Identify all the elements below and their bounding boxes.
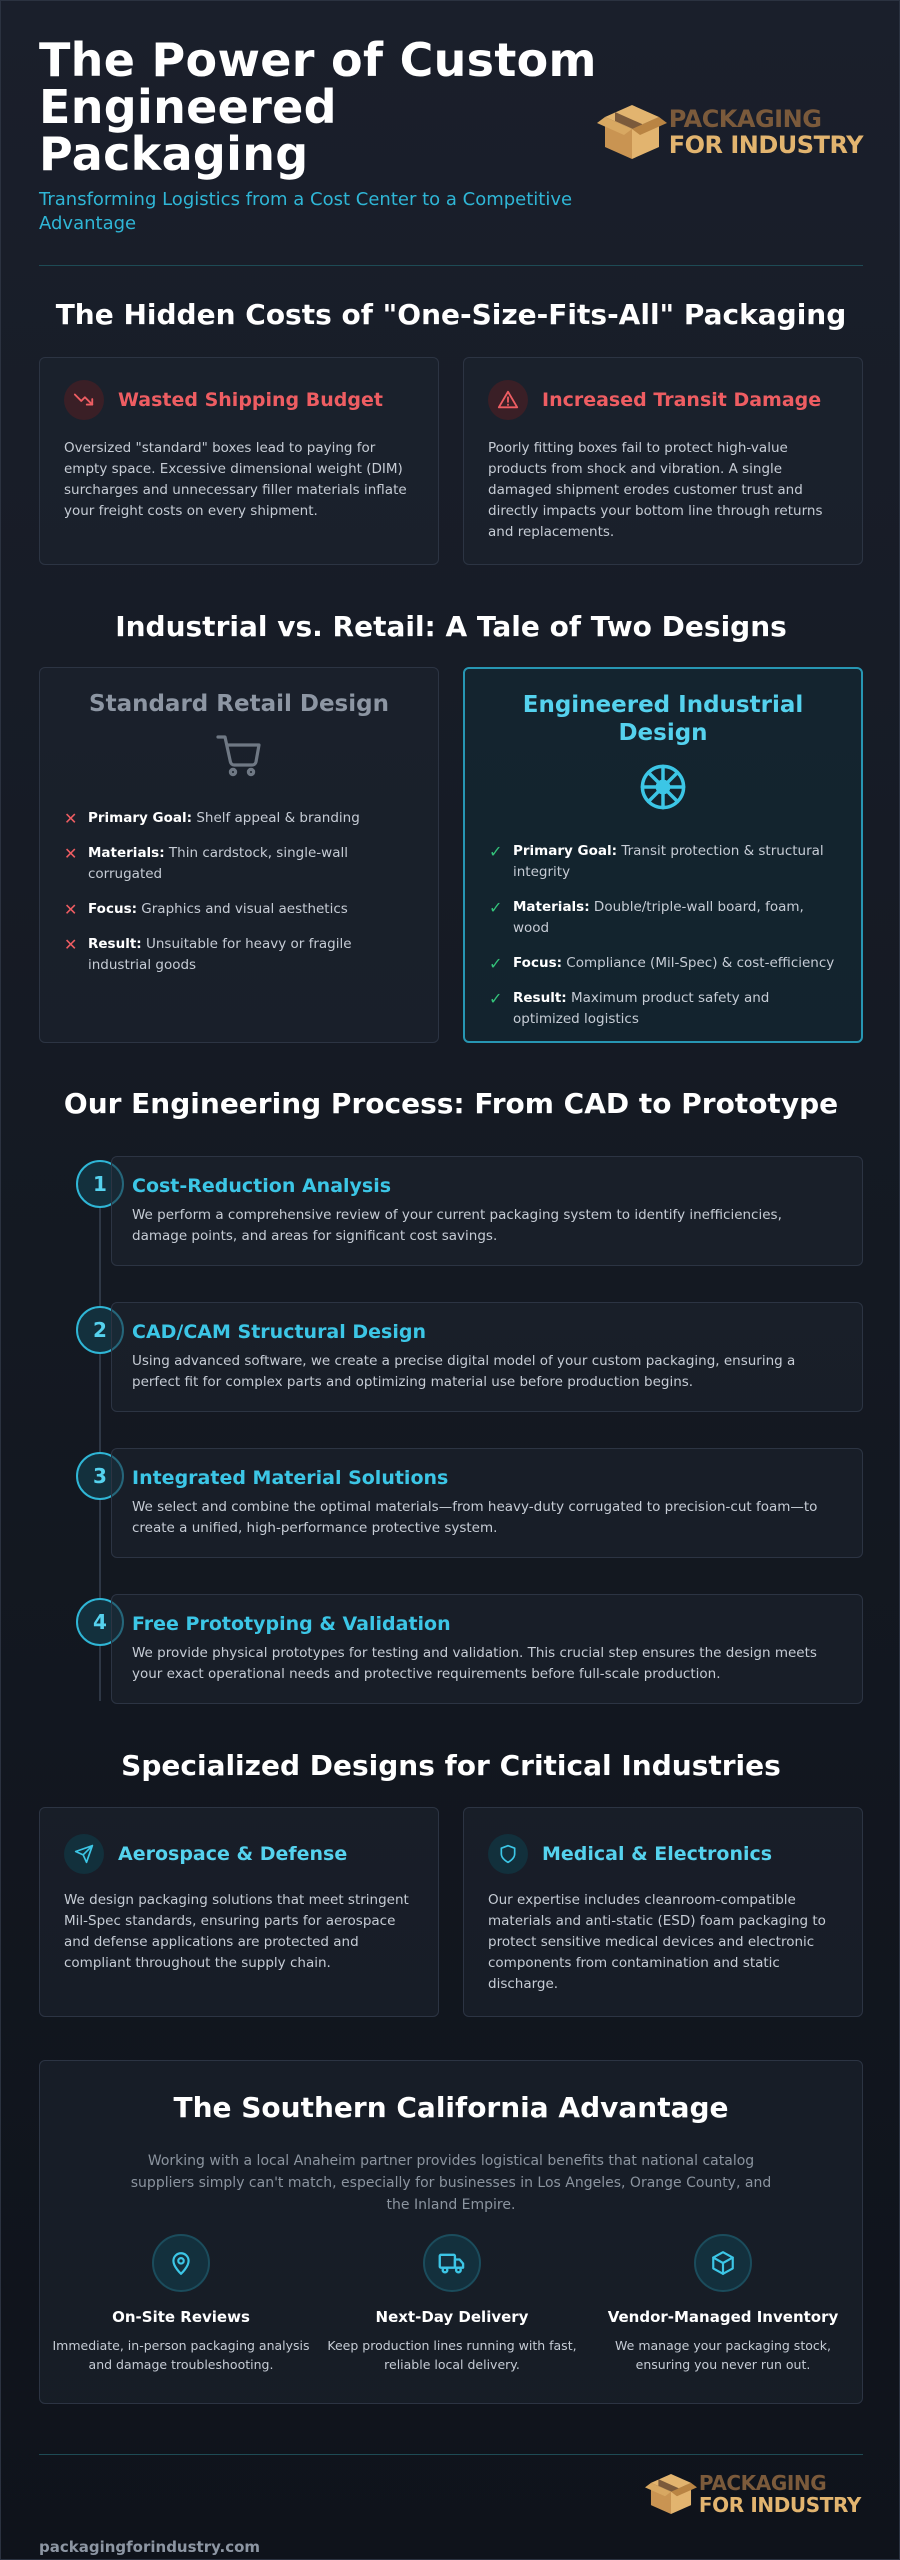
list-item: ✕Focus: Graphics and visual aesthetics (64, 900, 348, 919)
process-step: CAD/CAM Structural Design Using advanced… (111, 1302, 863, 1412)
logo-line-2: FOR INDUSTRY (698, 2493, 861, 2517)
step-text: We perform a comprehensive review of you… (132, 1207, 782, 1244)
feature-title: Next-Day Delivery (375, 2308, 529, 2326)
step-title: Free Prototyping & Validation (132, 1613, 451, 1635)
send-plane-icon (64, 1834, 104, 1874)
retail-design-card: Standard Retail Design ✕Primary Goal: Sh… (39, 667, 439, 1043)
logo-line-1: PACKAGING (668, 105, 822, 133)
feature-on-site-reviews: On-Site Reviews Immediate, in-person pac… (50, 2234, 312, 2374)
divider (39, 265, 863, 266)
cross-icon: ✕ (64, 935, 78, 954)
cost-card-text: Poorly fitting boxes fail to protect hig… (488, 440, 823, 540)
process-step: Free Prototyping & Validation We provide… (111, 1594, 863, 1704)
compare-title: Industrial vs. Retail: A Tale of Two Des… (115, 610, 787, 643)
industrial-design-title: Engineered Industrial Design (522, 692, 804, 746)
footer-website-link[interactable]: packagingforindustry.com (39, 2538, 261, 2556)
check-icon: ✓ (489, 989, 503, 1008)
list-item: ✕Materials: Thin cardstock, single-wall … (64, 843, 414, 885)
advantage-intro: Working with a local Anaheim partner pro… (130, 2153, 772, 2213)
shopping-cart-icon (40, 732, 438, 784)
warning-triangle-icon (488, 380, 528, 420)
step-title: Integrated Material Solutions (132, 1467, 449, 1489)
cross-icon: ✕ (64, 900, 78, 919)
divider (39, 2454, 863, 2455)
industrial-design-card: Engineered Industrial Design ✓Primary Go… (463, 667, 863, 1043)
shield-icon (488, 1834, 528, 1874)
cross-icon: ✕ (64, 809, 78, 828)
industry-card-text: We design packaging solutions that meet … (64, 1892, 409, 1971)
retail-design-title: Standard Retail Design (89, 691, 389, 717)
box-logo-icon (644, 2473, 697, 2515)
check-icon: ✓ (489, 954, 503, 973)
list-item: ✕Primary Goal: Shelf appeal & branding (64, 809, 360, 828)
page-subtitle: Transforming Logistics from a Cost Cente… (39, 189, 573, 234)
cost-card-title: Wasted Shipping Budget (118, 389, 383, 411)
page-title: The Power of Custom Engineered Packaging (39, 33, 597, 181)
process-step: Integrated Material Solutions We select … (111, 1448, 863, 1558)
hidden-costs-title: The Hidden Costs of "One-Size-Fits-All" … (55, 298, 847, 331)
map-pin-icon (152, 2234, 210, 2292)
list-item: ✓Result: Maximum product safety and opti… (489, 988, 837, 1030)
package-box-icon (694, 2234, 752, 2292)
industry-card-title: Medical & Electronics (542, 1843, 773, 1865)
brand-logo: PACKAGING FOR INDUSTRY (596, 101, 864, 163)
process-title: Our Engineering Process: From CAD to Pro… (63, 1087, 839, 1120)
step-text: We provide physical prototypes for testi… (132, 1645, 817, 1682)
advantage-title: The Southern California Advantage (173, 2091, 729, 2124)
industry-card-aerospace: Aerospace & Defense We design packaging … (39, 1807, 439, 2017)
feature-text: Immediate, in-person packaging analysis … (52, 2338, 310, 2372)
feature-title: On-Site Reviews (112, 2308, 250, 2326)
retail-design-list: ✕Primary Goal: Shelf appeal & branding ✕… (64, 808, 414, 976)
feature-next-day-delivery: Next-Day Delivery Keep production lines … (321, 2234, 583, 2374)
industry-card-text: Our expertise includes cleanroom-compati… (488, 1892, 826, 1992)
trending-down-icon (64, 380, 104, 420)
logo-line-1: PACKAGING (698, 2471, 827, 2495)
feature-text: Keep production lines running with fast,… (327, 2338, 577, 2372)
step-title: Cost-Reduction Analysis (132, 1175, 392, 1197)
list-item: ✓Focus: Compliance (Mil-Spec) & cost-eff… (489, 954, 835, 973)
industries-title: Specialized Designs for Critical Industr… (121, 1749, 781, 1782)
logo-line-2: FOR INDUSTRY (668, 131, 864, 159)
feature-text: We manage your packaging stock, ensuring… (615, 2338, 831, 2372)
snowflake-shield-icon (465, 761, 861, 817)
industry-card-title: Aerospace & Defense (118, 1843, 348, 1865)
process-step: Cost-Reduction Analysis We perform a com… (111, 1156, 863, 1266)
socal-advantage-panel: The Southern California Advantage Workin… (39, 2060, 863, 2404)
delivery-truck-icon (423, 2234, 481, 2292)
step-text: Using advanced software, we create a pre… (132, 1353, 796, 1390)
cost-card-text: Oversized "standard" boxes lead to payin… (64, 440, 407, 519)
cost-card-title: Increased Transit Damage (542, 389, 822, 411)
cross-icon: ✕ (64, 844, 78, 863)
step-text: We select and combine the optimal materi… (132, 1499, 818, 1536)
cost-card-damage: Increased Transit Damage Poorly fitting … (463, 357, 863, 565)
feature-title: Vendor-Managed Inventory (607, 2308, 839, 2326)
list-item: ✓Primary Goal: Transit protection & stru… (489, 841, 837, 883)
list-item: ✕Result: Unsuitable for heavy or fragile… (64, 934, 414, 976)
box-logo-icon (596, 105, 667, 159)
footer-brand-logo: PACKAGING FOR INDUSTRY (644, 2471, 861, 2517)
step-title: CAD/CAM Structural Design (132, 1321, 426, 1343)
check-icon: ✓ (489, 842, 503, 861)
industry-card-medical: Medical & Electronics Our expertise incl… (463, 1807, 863, 2017)
cost-card-shipping: Wasted Shipping Budget Oversized "standa… (39, 357, 439, 565)
process-timeline (99, 1161, 101, 1701)
list-item: ✓Materials: Double/triple-wall board, fo… (489, 897, 837, 939)
feature-vendor-managed-inventory: Vendor-Managed Inventory We manage your … (592, 2234, 854, 2374)
industrial-design-list: ✓Primary Goal: Transit protection & stru… (489, 841, 837, 1030)
check-icon: ✓ (489, 898, 503, 917)
page-header: The Power of Custom Engineered Packaging… (39, 33, 864, 237)
